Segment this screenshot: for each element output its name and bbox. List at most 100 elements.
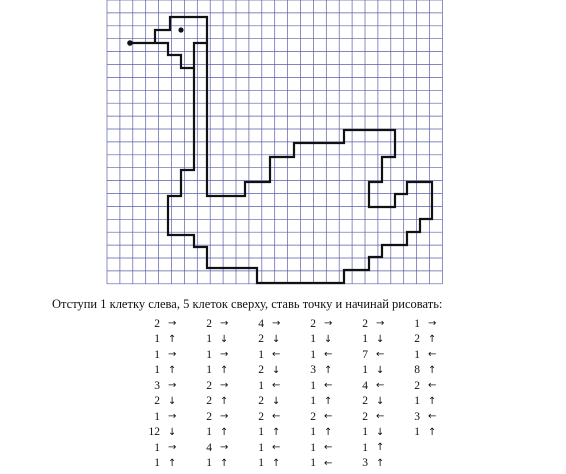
arrow-up-icon: ↑: [428, 426, 437, 438]
arrow-right-icon: →: [168, 318, 177, 330]
step-item: 2↓: [244, 332, 296, 348]
step-count: 2: [362, 410, 368, 423]
step-item: 1↓: [348, 332, 400, 348]
step-item: 1→: [140, 440, 192, 456]
step-count: 1: [154, 457, 160, 470]
step-item: 1←: [244, 347, 296, 363]
step-item: 2↓: [140, 394, 192, 410]
arrow-up-icon: ↑: [272, 426, 281, 438]
step-item: 1↑: [400, 394, 452, 410]
arrow-right-icon: →: [168, 380, 177, 392]
step-item: 1→: [140, 347, 192, 363]
start-dot: [127, 40, 133, 46]
step-item: 3→: [140, 378, 192, 394]
arrow-right-icon: →: [220, 411, 229, 423]
step-item: 4→: [192, 440, 244, 456]
step-item: 2↑: [192, 394, 244, 410]
arrow-right-icon: →: [272, 318, 281, 330]
arrow-left-icon: ←: [376, 349, 385, 361]
step-count: 1: [258, 348, 264, 361]
step-count: 1: [154, 364, 160, 377]
step-count: 1: [154, 410, 160, 423]
arrow-left-icon: ←: [272, 442, 281, 454]
step-count: 3: [414, 410, 420, 423]
step-count: 1: [310, 379, 316, 392]
step-item: 1↑: [140, 456, 192, 472]
step-count: 1: [154, 441, 160, 454]
step-item: 2←: [400, 378, 452, 394]
arrow-right-icon: →: [220, 442, 229, 454]
step-item: 1↑: [192, 363, 244, 379]
step-item: 1↑: [400, 425, 452, 441]
step-count: 8: [414, 364, 420, 377]
arrow-down-icon: ↓: [272, 395, 281, 407]
step-item: 4←: [348, 378, 400, 394]
step-count: 2: [310, 317, 316, 330]
step-count: 1: [310, 348, 316, 361]
arrow-down-icon: ↓: [376, 426, 385, 438]
arrow-up-icon: ↑: [428, 364, 437, 376]
step-item: 1↑: [244, 425, 296, 441]
step-item: 1↑: [140, 363, 192, 379]
step-item: 2→: [140, 316, 192, 332]
arrow-up-icon: ↑: [428, 395, 437, 407]
step-item: 2→: [192, 316, 244, 332]
step-item: 1←: [244, 378, 296, 394]
step-item: 3←: [400, 409, 452, 425]
arrow-down-icon: ↓: [220, 333, 229, 345]
step-column: 2→1↓1←3↑1←1↑2←1↑1←1←: [296, 316, 348, 471]
step-count: 1: [362, 426, 368, 439]
step-count: 3: [310, 364, 316, 377]
step-item: 4→: [244, 316, 296, 332]
step-count: 1: [258, 457, 264, 470]
step-count: 1: [258, 379, 264, 392]
arrow-left-icon: ←: [428, 349, 437, 361]
step-item: 1→: [400, 316, 452, 332]
step-item: 1↑: [296, 425, 348, 441]
step-count: 2: [414, 379, 420, 392]
step-column: 2→1↓7←1↓4←2↓2←1↓1↑3↑: [348, 316, 400, 471]
step-item: 1↓: [192, 332, 244, 348]
arrow-up-icon: ↑: [272, 457, 281, 469]
step-column: 2→1↑1→1↑3→2↓1→12↓1→1↑: [140, 316, 192, 471]
step-count: 2: [258, 333, 264, 346]
arrow-right-icon: →: [428, 318, 437, 330]
arrow-right-icon: →: [376, 318, 385, 330]
step-item: 1←: [296, 378, 348, 394]
step-count: 2: [414, 333, 420, 346]
arrow-down-icon: ↓: [168, 395, 177, 407]
step-count: 2: [362, 395, 368, 408]
step-count: 4: [362, 379, 368, 392]
arrow-right-icon: →: [168, 442, 177, 454]
step-count: 2: [206, 395, 212, 408]
arrow-left-icon: ←: [324, 442, 333, 454]
step-count: 1: [310, 333, 316, 346]
arrow-up-icon: ↑: [220, 395, 229, 407]
arrow-up-icon: ↑: [220, 364, 229, 376]
arrow-down-icon: ↓: [376, 333, 385, 345]
arrow-up-icon: ↑: [324, 395, 333, 407]
step-count: 2: [258, 410, 264, 423]
arrow-up-icon: ↑: [168, 333, 177, 345]
grid-drawing: [106, 0, 443, 285]
arrow-left-icon: ←: [324, 349, 333, 361]
arrow-up-icon: ↑: [376, 442, 385, 454]
arrow-down-icon: ↓: [272, 364, 281, 376]
arrow-left-icon: ←: [324, 380, 333, 392]
step-item: 1←: [296, 440, 348, 456]
step-item: 1↓: [348, 363, 400, 379]
arrow-up-icon: ↑: [220, 426, 229, 438]
step-item: 2←: [296, 409, 348, 425]
step-count: 2: [206, 379, 212, 392]
step-count: 4: [206, 441, 212, 454]
step-count: 1: [362, 441, 368, 454]
arrow-up-icon: ↑: [168, 364, 177, 376]
graph-paper-grid: [106, 0, 443, 285]
arrow-right-icon: →: [168, 349, 177, 361]
arrow-up-icon: ↑: [324, 426, 333, 438]
swan-outline: [166, 43, 434, 285]
arrow-right-icon: →: [168, 411, 177, 423]
step-item: 1←: [296, 456, 348, 472]
arrow-up-icon: ↑: [324, 364, 333, 376]
step-count: 1: [310, 395, 316, 408]
